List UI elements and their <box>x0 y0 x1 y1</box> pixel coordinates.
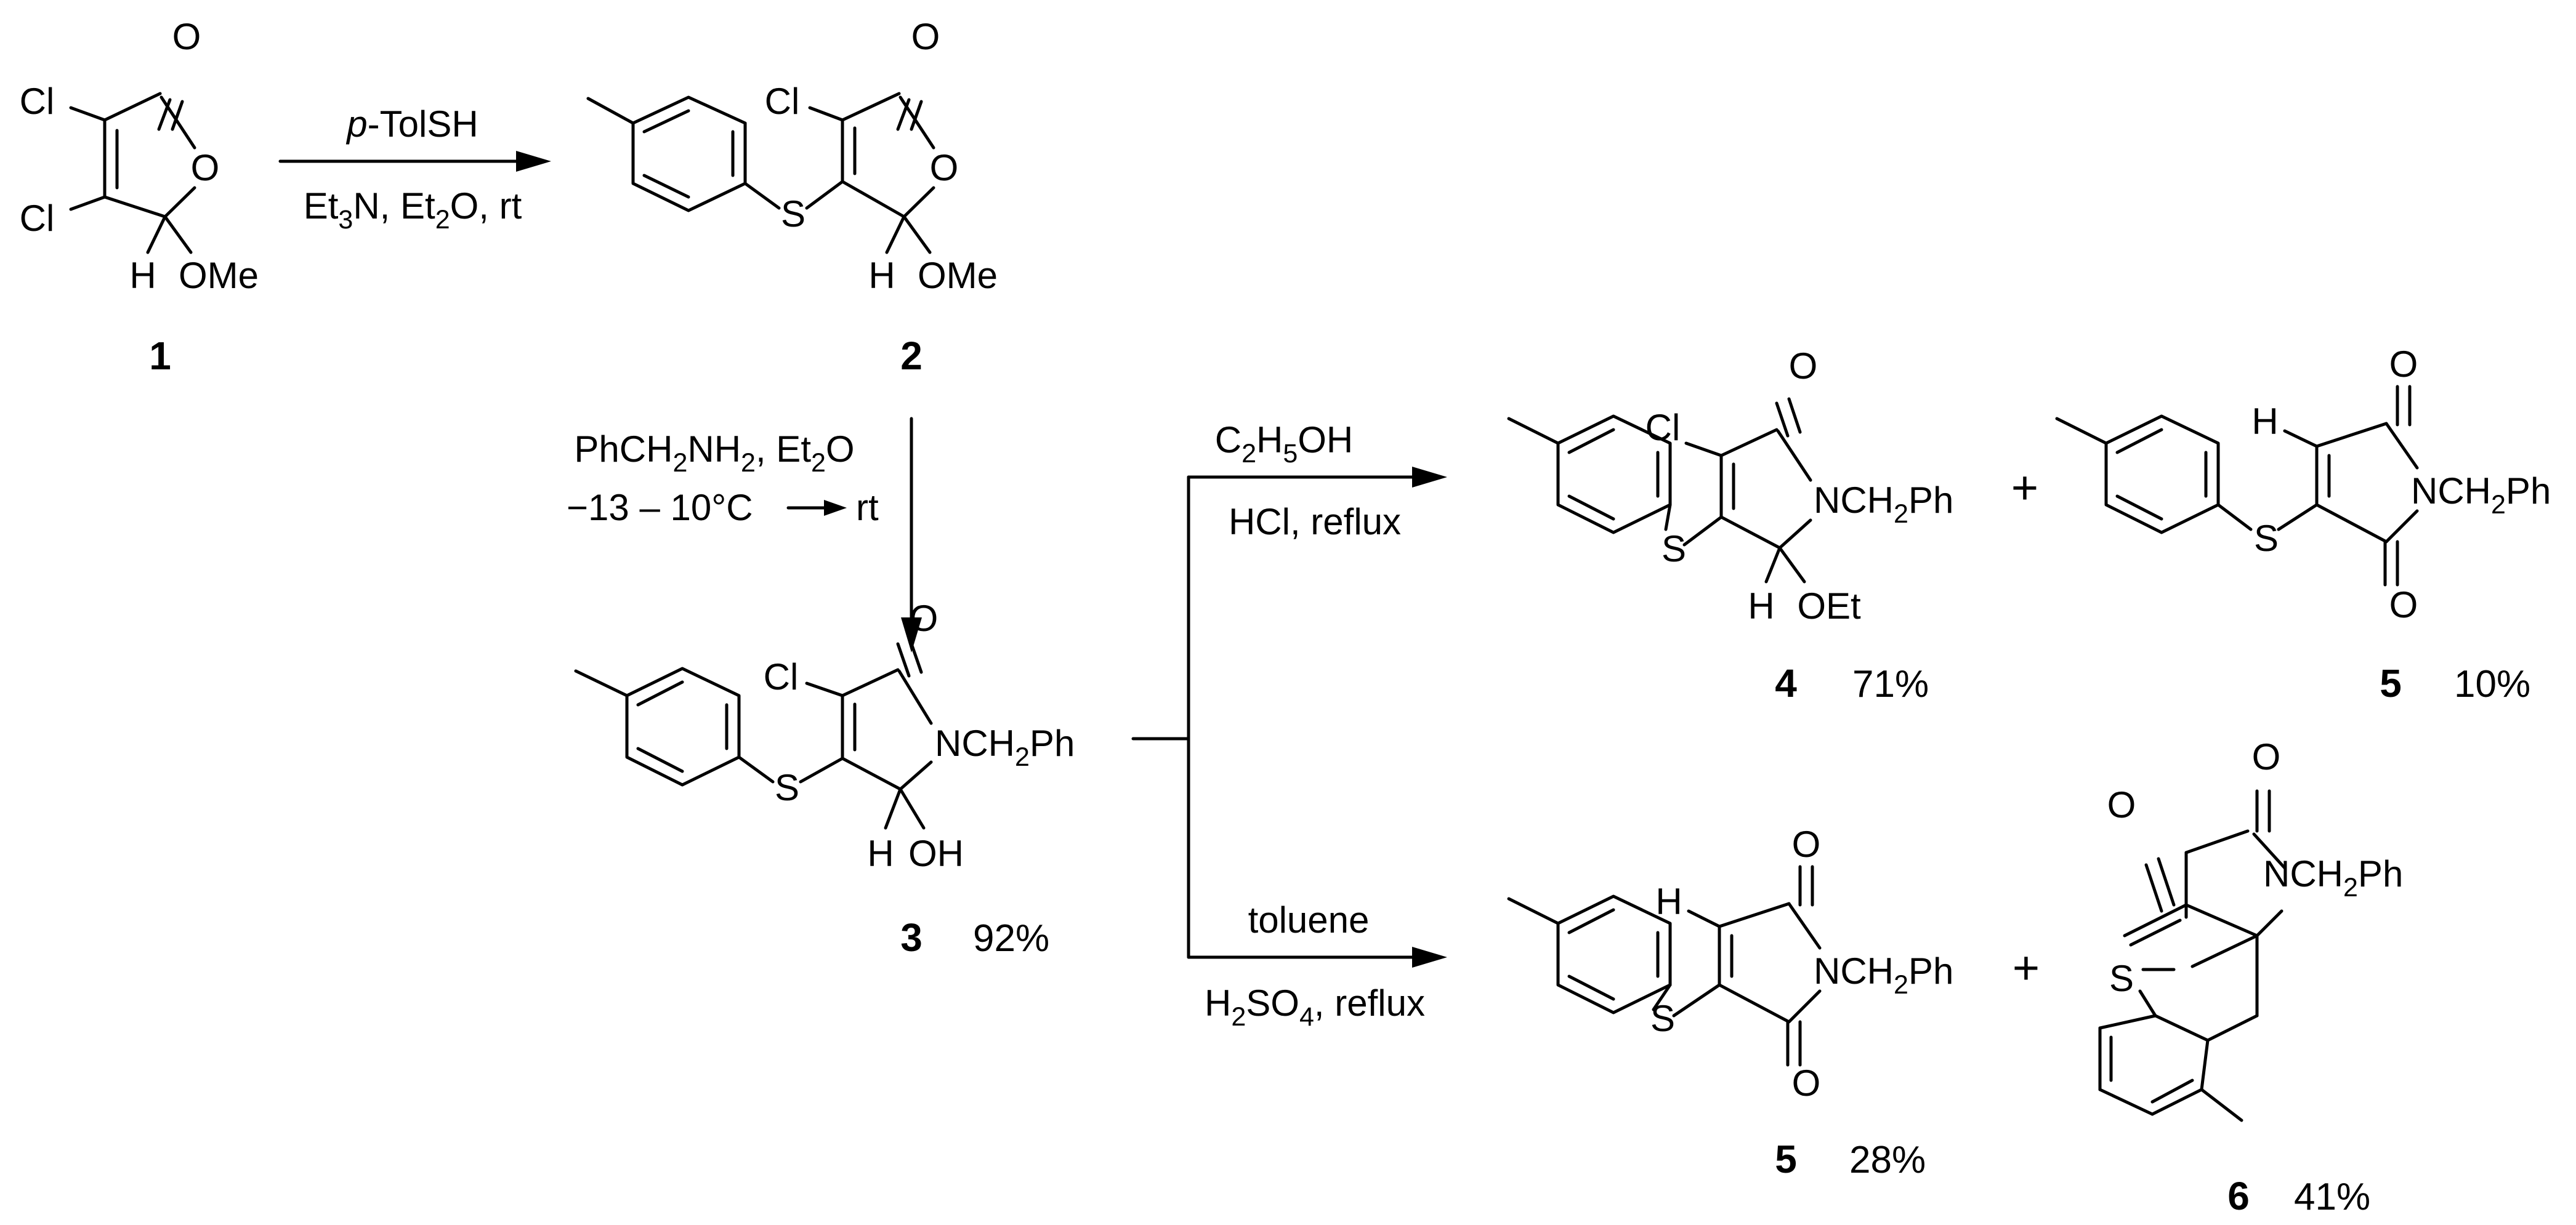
carbonyl-oxygen-label: O <box>1792 1062 1821 1104</box>
imide-n-benzyl-label: NCH2Ph <box>1814 950 1953 1000</box>
chlorine-label: Cl <box>20 198 55 239</box>
chlorine-label: Cl <box>765 81 800 122</box>
ethoxy-label: OEt <box>1797 585 1861 627</box>
step-2-temperature: −13 – 10°C <box>567 487 753 528</box>
ring-oxygen-label: O <box>930 147 959 188</box>
carbonyl-oxygen-label: O <box>911 16 940 57</box>
hydrogen-label: H <box>867 833 894 874</box>
compound-4-number: 4 <box>1775 661 1797 705</box>
methoxy-label: OMe <box>179 255 259 296</box>
carbonyl-oxygen-label: O <box>1792 824 1821 865</box>
carbonyl-oxygen-label: O <box>172 16 201 57</box>
amide-n-benzyl-label: NCH2Ph <box>1814 480 1953 529</box>
compound-6-number: 6 <box>2227 1174 2250 1218</box>
carbonyl-oxygen-label: O <box>2389 584 2418 625</box>
amide-oxygen-label: O <box>2252 736 2281 777</box>
hydrogen-label: H <box>1748 585 1774 627</box>
step-2-reagent: PhCH2NH2, Et2O <box>574 428 854 478</box>
sulfur-label: S <box>1661 528 1686 569</box>
hydroxyl-label: OH <box>908 833 964 874</box>
compound-5-yield-lower: 28% <box>1849 1139 1926 1181</box>
sulfur-label: S <box>781 193 806 235</box>
chlorine-label: Cl <box>764 656 799 697</box>
compound-4-yield: 71% <box>1852 663 1929 705</box>
hydrogen-label: H <box>1655 881 1682 922</box>
ring-oxygen-label: O <box>191 147 220 188</box>
step-4-solvent: toluene <box>1248 899 1370 941</box>
plus-sign-upper: + <box>2011 462 2038 514</box>
imide-n-benzyl-label: NCH2Ph <box>2411 470 2551 520</box>
compound-6-yield: 41% <box>2294 1176 2370 1218</box>
compound-1-structure: O O Cl Cl H OMe <box>20 16 259 296</box>
compound-4-structure: O Cl NCH2Ph S H OEt <box>1507 345 1953 627</box>
compound-5-structure-upper: O H NCH2Ph S O <box>2055 343 2551 625</box>
compound-5-structure-lower: O H NCH2Ph S O <box>1507 824 1953 1104</box>
step-3-conditions: HCl, reflux <box>1229 501 1401 542</box>
compound-6-structure: O O NCH2Ph S <box>2098 736 2403 1122</box>
compound-2-structure: O O Cl S H OMe <box>586 16 998 296</box>
reaction-arrow-step-1 <box>278 151 551 172</box>
carbonyl-oxygen-label: O <box>910 598 939 639</box>
step-3-solvent: C2H5OH <box>1215 419 1354 468</box>
compound-3-yield: 92% <box>973 917 1049 960</box>
amide-n-benzyl-label: NCH2Ph <box>2263 853 2403 902</box>
step-2-final-temperature: rt <box>856 487 879 528</box>
chlorine-label: Cl <box>20 81 55 122</box>
carbonyl-oxygen-label: O <box>2389 343 2418 385</box>
compound-5-number-lower: 5 <box>1775 1137 1797 1181</box>
upper-arrowhead <box>1412 467 1447 488</box>
compound-5-yield-upper: 10% <box>2454 663 2530 705</box>
methoxy-label: OMe <box>918 255 998 296</box>
sulfur-label: S <box>2254 518 2279 559</box>
carbonyl-oxygen-label: O <box>1789 345 1818 387</box>
lower-arrowhead <box>1412 947 1447 968</box>
compound-3-number: 3 <box>900 915 923 960</box>
step-1-reagent: p-TolSH <box>345 103 478 145</box>
reaction-arrow-step-2 <box>901 417 922 653</box>
compound-3-structure: O Cl NCH2Ph S H OH <box>574 598 1075 874</box>
sulfur-label: S <box>1650 998 1675 1039</box>
compound-1-number: 1 <box>149 334 171 378</box>
step-2-warming-arrow <box>786 500 847 516</box>
sulfur-label: S <box>2109 958 2134 999</box>
step-1-conditions: Et3N, Et2O, rt <box>304 185 522 235</box>
branch-connector <box>1131 475 1418 959</box>
step-4-conditions: H2SO4, reflux <box>1205 982 1425 1032</box>
chlorine-label: Cl <box>1645 407 1681 448</box>
amide-n-benzyl-label: NCH2Ph <box>935 723 1075 772</box>
compound-5-number-upper: 5 <box>2380 661 2402 705</box>
compound-2-number: 2 <box>900 334 923 378</box>
plus-sign-lower: + <box>2013 942 2040 994</box>
hydrogen-label: H <box>2251 401 2278 442</box>
ketone-oxygen-label: O <box>2107 784 2136 825</box>
sulfur-label: S <box>775 767 799 808</box>
hydrogen-label: H <box>129 255 156 296</box>
hydrogen-label: H <box>868 255 895 296</box>
